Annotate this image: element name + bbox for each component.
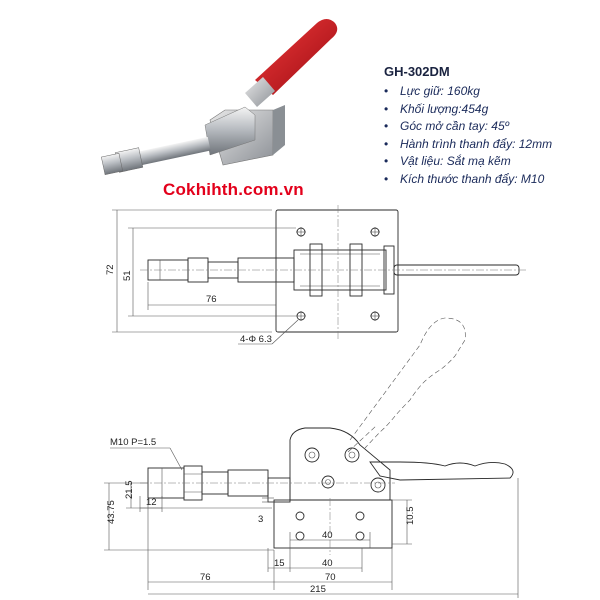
dim-76-side: 76: [200, 572, 211, 583]
dim-215: 215: [310, 584, 326, 595]
spec-item: •Khối lượng:454g: [384, 101, 489, 116]
dim-40-top: 40: [322, 530, 333, 541]
dim-10-5: 10.5: [405, 507, 416, 526]
spec-text: Khối lượng:454g: [400, 101, 489, 116]
dim-40-bottom: 40: [322, 558, 333, 569]
dim-15: 15: [274, 558, 285, 569]
red-handle: [255, 19, 338, 95]
spec-item: •Lực giữ: 160kg: [384, 84, 480, 98]
top-view: 72 51 76 4-Φ 6.3: [105, 205, 528, 345]
dim-76-top: 76: [206, 294, 217, 305]
spec-text: Hành trình thanh đẩy: 12mm: [400, 136, 553, 151]
dim-51: 51: [122, 270, 133, 281]
spec-item: •Kích thước thanh đẩy: M10: [384, 171, 545, 186]
spec-text: Vật liệu: Sắt mạ kẽm: [400, 154, 511, 169]
dim-43-75: 43.75: [106, 500, 117, 524]
side-view: M10 P=1.5 21.5 43.75 12 3 10.5 40: [104, 317, 519, 598]
spec-text: Lực giữ: 160kg: [400, 84, 480, 98]
watermark-text: Cokhihth.com.vn: [163, 180, 304, 199]
spec-text: Góc mở cần tay: 45º: [400, 119, 510, 134]
hole-label: 4-Φ 6.3: [240, 334, 272, 345]
spec-item: •Vật liệu: Sắt mạ kẽm: [384, 154, 511, 169]
dim-72: 72: [105, 264, 116, 275]
dim-70: 70: [325, 572, 336, 583]
dim-3: 3: [258, 514, 263, 525]
spec-item: •Góc mở cần tay: 45º: [384, 119, 510, 134]
spec-item: •Hành trình thanh đẩy: 12mm: [384, 136, 553, 151]
dim-21-5: 21.5: [124, 481, 135, 500]
thread-label: M10 P=1.5: [110, 437, 156, 448]
spec-list: •Lực giữ: 160kg •Khối lượng:454g •Góc mở…: [378, 83, 593, 189]
product-photo: [101, 19, 338, 175]
model-title: GH-302DM: [384, 64, 450, 79]
spec-text: Kích thước thanh đẩy: M10: [400, 171, 545, 186]
dim-12: 12: [146, 497, 157, 508]
spec-panel: GH-302DM •Lực giữ: 160kg •Khối lượng:454…: [378, 64, 593, 189]
